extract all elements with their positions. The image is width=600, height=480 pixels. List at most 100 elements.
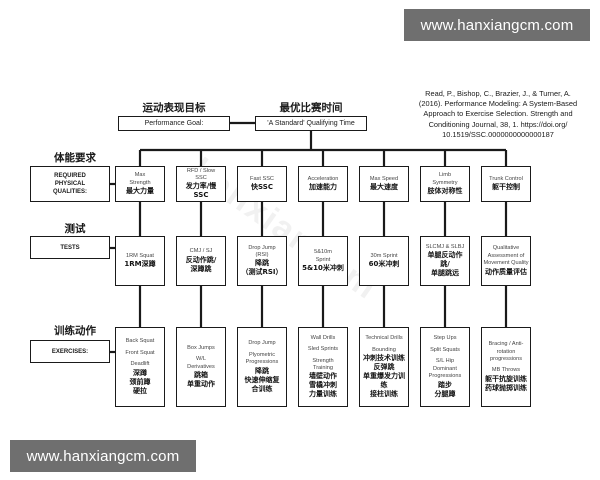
quality-en-line: SSC [195, 175, 207, 181]
test-en-line: Assessment of [487, 252, 525, 259]
test-en-line: (RSI) [255, 252, 269, 258]
standard-label-cn: 最优比赛时间 [279, 102, 343, 114]
exercise-cn-line: 单重爆发力训练 [363, 371, 405, 389]
test-cn-line: 深蹲跳 [190, 264, 212, 273]
test-en-line: 1RM Squat [126, 252, 154, 259]
qualities-label-cn: 体能要求 [54, 152, 96, 164]
quality-cn-line: 最大速度 [370, 183, 398, 192]
quality-cn-line: 肢体对称性 [427, 186, 463, 195]
qualifying-time-text: 'A Standard' Qualifying Time [267, 120, 355, 127]
test-cn-line: 反动作跳/ [185, 255, 217, 264]
quality-cn-line: 最大力量 [126, 186, 154, 195]
test-en-line: Sprint [315, 256, 331, 263]
exercise-cn-line: 力量训练 [309, 390, 337, 399]
exercise-en-line: Bracing / Anti- [488, 341, 524, 348]
quality-en-line: Fast SSC [250, 175, 274, 182]
quality-en-line: Limb [438, 172, 452, 179]
exercise-cn-line: 反弹跳 [373, 362, 395, 371]
test-en-line: CMJ / SJ [189, 248, 213, 255]
exercise-cn-line: 硬拉 [133, 386, 147, 395]
qualities-label-box: REQUIRED PHYSICAL QUALITIES: [30, 166, 110, 202]
exercise-cn-line: 接柱训练 [370, 389, 398, 398]
goal-label-cn: 运动表现目标 [142, 102, 206, 114]
quality-en-line: Acceleration [307, 175, 339, 182]
exercise-en-line: Back Squat [125, 338, 155, 345]
exercise-cn-line: 颈前蹲 [129, 377, 151, 386]
exercise-en-line: S/L Hip [435, 358, 455, 365]
test-cn-line: 单腿跳远 [431, 269, 459, 278]
exercise-cn-line: 快速伸缩复 [244, 375, 280, 384]
exercise-cn-line: 合训练 [251, 384, 273, 393]
exercise-en-line: Derivatives [187, 363, 215, 370]
quality-en-line: Trunk Control [489, 175, 523, 182]
quality-en-line: Strength [129, 179, 151, 186]
test-cn-line: 5&10米冲刺 [302, 263, 344, 272]
exercises-label-cn: 训练动作 [54, 325, 96, 337]
exercise-en-line: Progressions [245, 359, 279, 366]
quality-cn-line: 发力率/慢SSC [185, 182, 217, 200]
test-en-line: Movement Quality [483, 260, 529, 267]
test-en-line: SLCMJ & SLBJ [425, 243, 465, 250]
exercise-en-line: Dominant [433, 365, 457, 372]
exercise-cn-line: 单重动作 [187, 380, 215, 389]
exercise-en-line: Drop Jump [248, 340, 276, 347]
exercise-cn-line: 雪橇冲刺 [309, 381, 337, 390]
exercise-en-line: Plyometric [248, 351, 276, 358]
exercise-en-line: Step Ups [433, 335, 457, 342]
test-en-line: Drop Jump [248, 244, 276, 251]
test-en-line: 30m Sprint [370, 252, 398, 259]
exercise-cn-line: 躯干抗旋训练 [485, 374, 527, 383]
exercise-en-line: Box Jumps [187, 344, 215, 351]
quality-cn-line: 躯干控制 [492, 183, 520, 192]
test-cn-line: 60米冲刺 [368, 260, 400, 269]
tests-label-box: TESTS [30, 236, 110, 259]
quality-en-line: Max [134, 172, 146, 179]
exercises-label-box: EXERCISES: [30, 340, 110, 363]
test-cn-line: 1RM深蹲 [124, 260, 156, 269]
performance-goal-text: Performance Goal: [144, 120, 204, 127]
watermark-bottom: www.hanxiangcm.com [10, 440, 196, 472]
test-box-3: Drop Jump(RSI)降跳（测试RSI） [237, 236, 287, 286]
test-cn-line: （测试RSI） [241, 268, 283, 277]
exercise-en-line: progressions [489, 356, 523, 362]
exercise-en-line: Progressions [428, 373, 462, 380]
exercise-cn-line: 跳箱 [194, 371, 208, 380]
quality-cn-line: 快SSC [251, 183, 273, 192]
exercise-cn-line: 墙壁动作 [309, 372, 337, 381]
quality-en-line: Max Speed [369, 175, 399, 182]
test-cn-line: 单腿反动作跳/ [427, 251, 463, 269]
exercise-cn-line: 药球抛掷训练 [485, 383, 527, 392]
exercise-en-line: Technical Drills [365, 335, 403, 342]
performance-goal-box: Performance Goal: [118, 116, 230, 131]
exercise-en-line: Deadlift [130, 361, 150, 368]
exercise-en-line: Split Squats [430, 346, 460, 353]
exercise-cn-line: 分腿蹲 [434, 389, 456, 398]
watermark-top: www.hanxiangcm.com [404, 9, 590, 41]
exercise-en-line: MB Throws [491, 367, 521, 374]
qualifying-time-box: 'A Standard' Qualifying Time [255, 116, 367, 131]
exercise-cn-line: 冲刺技术训练 [363, 353, 405, 362]
tests-label-cn: 测试 [64, 223, 86, 235]
exercise-en-line: Wall Drills [310, 334, 336, 341]
exercise-en-line: Training [312, 364, 333, 371]
quality-cn-line: 加速能力 [309, 183, 337, 192]
test-cn-line: 动作质量评估 [485, 267, 527, 276]
exercise-en-line: Strength [312, 357, 334, 364]
